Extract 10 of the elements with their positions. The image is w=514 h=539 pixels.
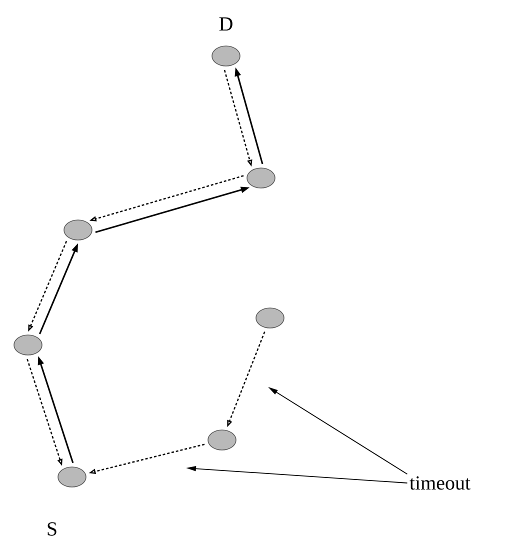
node-circle — [208, 430, 236, 450]
node-circle — [14, 334, 42, 356]
node-circle — [246, 168, 276, 188]
node-circle — [64, 220, 92, 240]
node-label: timeout — [410, 476, 470, 490]
node-circle — [212, 46, 240, 66]
node-circle — [58, 466, 86, 488]
node-letter: D — [219, 17, 232, 31]
node-letter: S — [48, 522, 56, 536]
node-circle — [256, 308, 284, 328]
